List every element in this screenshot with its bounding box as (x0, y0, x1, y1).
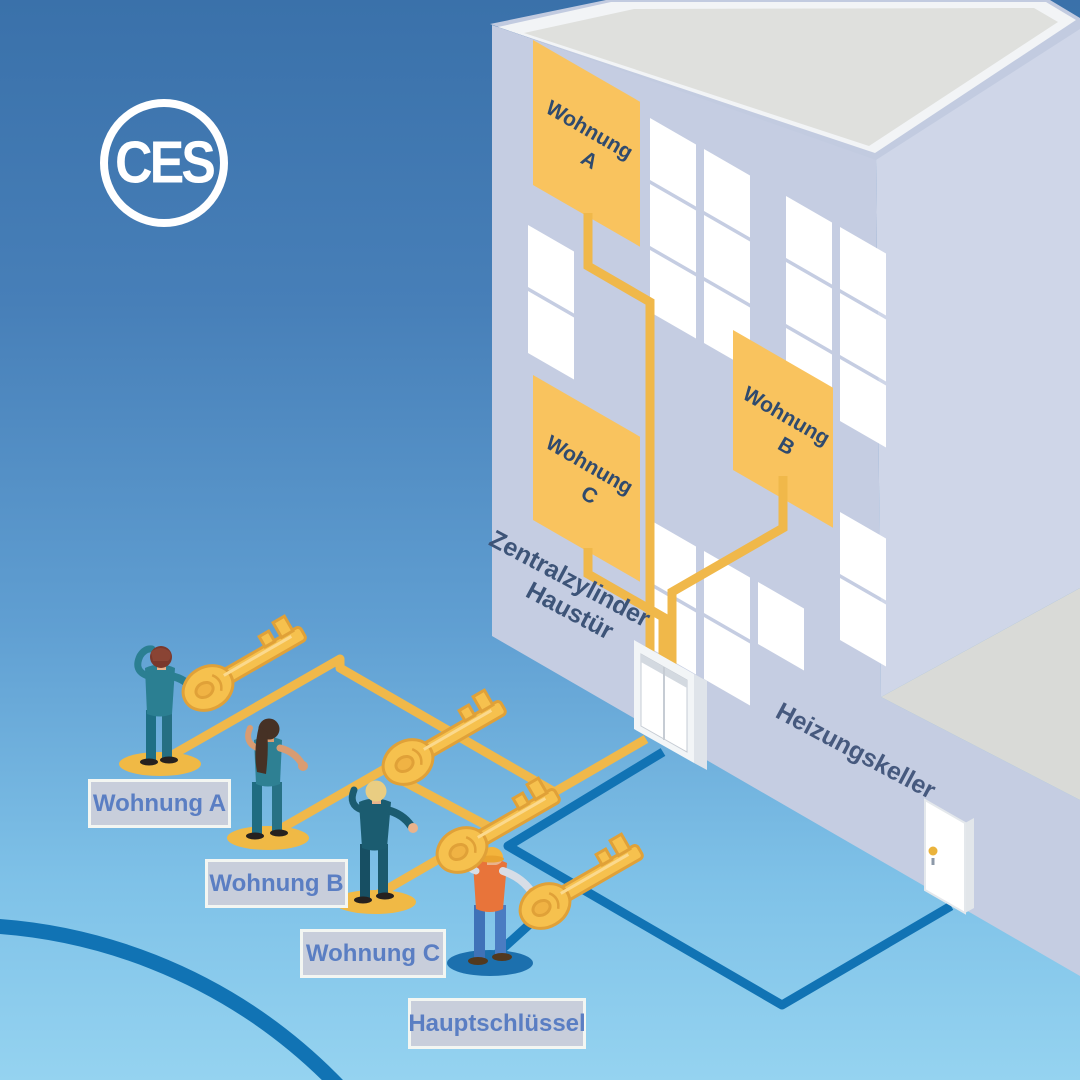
key-holder-label-text: Wohnung A (92, 789, 227, 817)
key-holder-label-wohnung-c: Wohnung C (300, 929, 446, 978)
person-wohnung-b (227, 718, 309, 850)
person-c-base (334, 890, 416, 914)
key-holder-label-hauptschluessel: Hauptschlüssel (408, 998, 586, 1049)
key-holder-label-text: Hauptschlüssel (408, 1009, 586, 1037)
person-d-base (447, 950, 533, 976)
key-holder-label-wohnung-b: Wohnung B (205, 859, 348, 908)
ces-logo: CES (100, 99, 228, 227)
ces-logo-text: CES (115, 129, 216, 197)
apartment-key-routes-wall (583, 213, 788, 668)
key-holder-label-text: Wohnung C (305, 939, 441, 967)
person-b-base (227, 826, 309, 850)
apartment-label-c: Wohnung C (533, 375, 640, 582)
roof-surface (524, 8, 1058, 146)
key-holder-label-text: Wohnung B (209, 869, 344, 897)
basement-roof (881, 588, 1080, 800)
building-side-face (876, 27, 1080, 697)
key-holder-label-wohnung-a: Wohnung A (88, 779, 231, 828)
apartment-label-a: Wohnung A (533, 40, 640, 247)
building: Wohnung A Wohnung B Wohnung C (490, 0, 1080, 976)
apartment-label-b: Wohnung B (733, 330, 834, 528)
basement-door (924, 798, 974, 915)
person-a-base (119, 752, 201, 776)
person-hauptschluessel (447, 846, 539, 976)
front-door (634, 640, 707, 770)
facade-windows (528, 118, 886, 706)
person-wohnung-c (334, 780, 418, 914)
door-knob-icon (928, 846, 938, 856)
